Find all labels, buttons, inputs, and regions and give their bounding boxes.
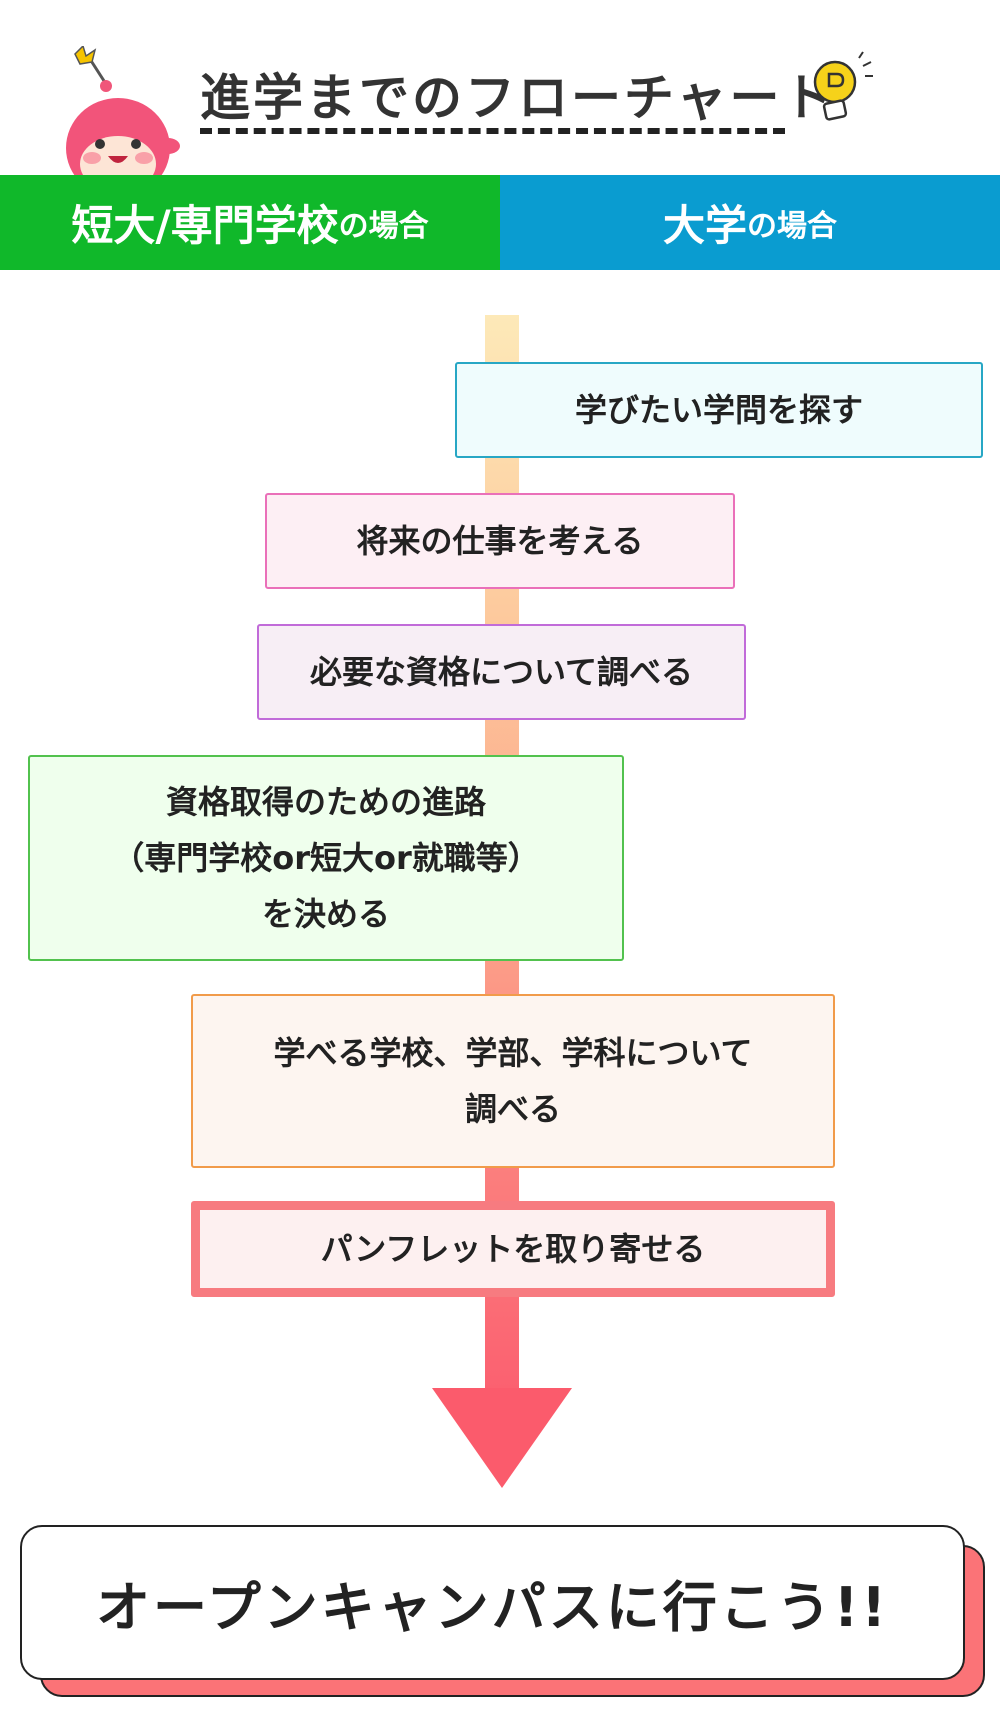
flow-step-5-line1: 学べる学校、学部、学科について: [273, 1034, 753, 1072]
tab-left-label: 短大/専門学校: [71, 201, 339, 250]
flow-step-5: 学べる学校、学部、学科について 調べる: [191, 994, 835, 1168]
flow-step-1: 学びたい学問を探す: [455, 362, 983, 458]
tab-left-suffix: の場合: [338, 208, 429, 244]
tab-right-suffix: の場合: [747, 208, 837, 244]
flow-step-4: 資格取得のための進路 （専門学校or短大or就職等） を決める: [28, 755, 624, 961]
tab-junior-college-vocational: 短大/専門学校 の場合: [0, 175, 500, 270]
flow-step-5-line2: 調べる: [464, 1090, 561, 1128]
page-title: 進学までのフローチャート: [200, 69, 836, 127]
flow-step-4-line1: 資格取得のための進路: [165, 783, 486, 821]
arrow-down-icon: [432, 1388, 572, 1488]
title-underline: [200, 128, 785, 134]
flow-step-4-line2: （専門学校or短大or就職等）: [112, 839, 540, 877]
flow-step-6: パンフレットを取り寄せる: [191, 1201, 835, 1297]
tab-right-label: 大学: [662, 201, 747, 250]
flow-step-4-line3: を決める: [261, 895, 390, 933]
final-box: オープンキャンパスに行こう!!: [20, 1525, 965, 1680]
mascot-icon: [66, 46, 180, 186]
flow-step-3: 必要な資格について調べる: [257, 624, 746, 720]
flow-step-2: 将来の仕事を考える: [265, 493, 735, 589]
tab-university: 大学 の場合: [500, 175, 1000, 270]
lightbulb-icon: [813, 51, 873, 121]
